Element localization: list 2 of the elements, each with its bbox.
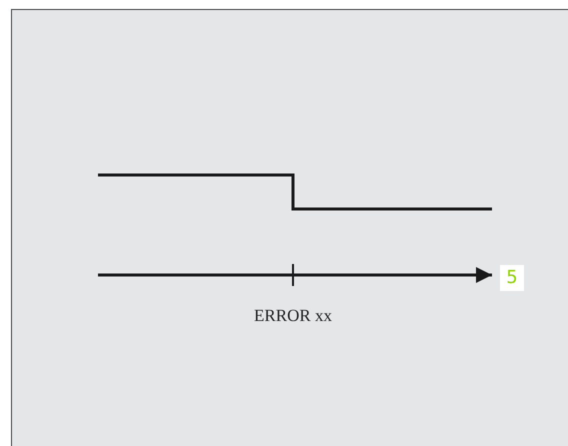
callout-number: 5 bbox=[500, 265, 524, 291]
error-label: ERROR xx bbox=[253, 306, 333, 326]
